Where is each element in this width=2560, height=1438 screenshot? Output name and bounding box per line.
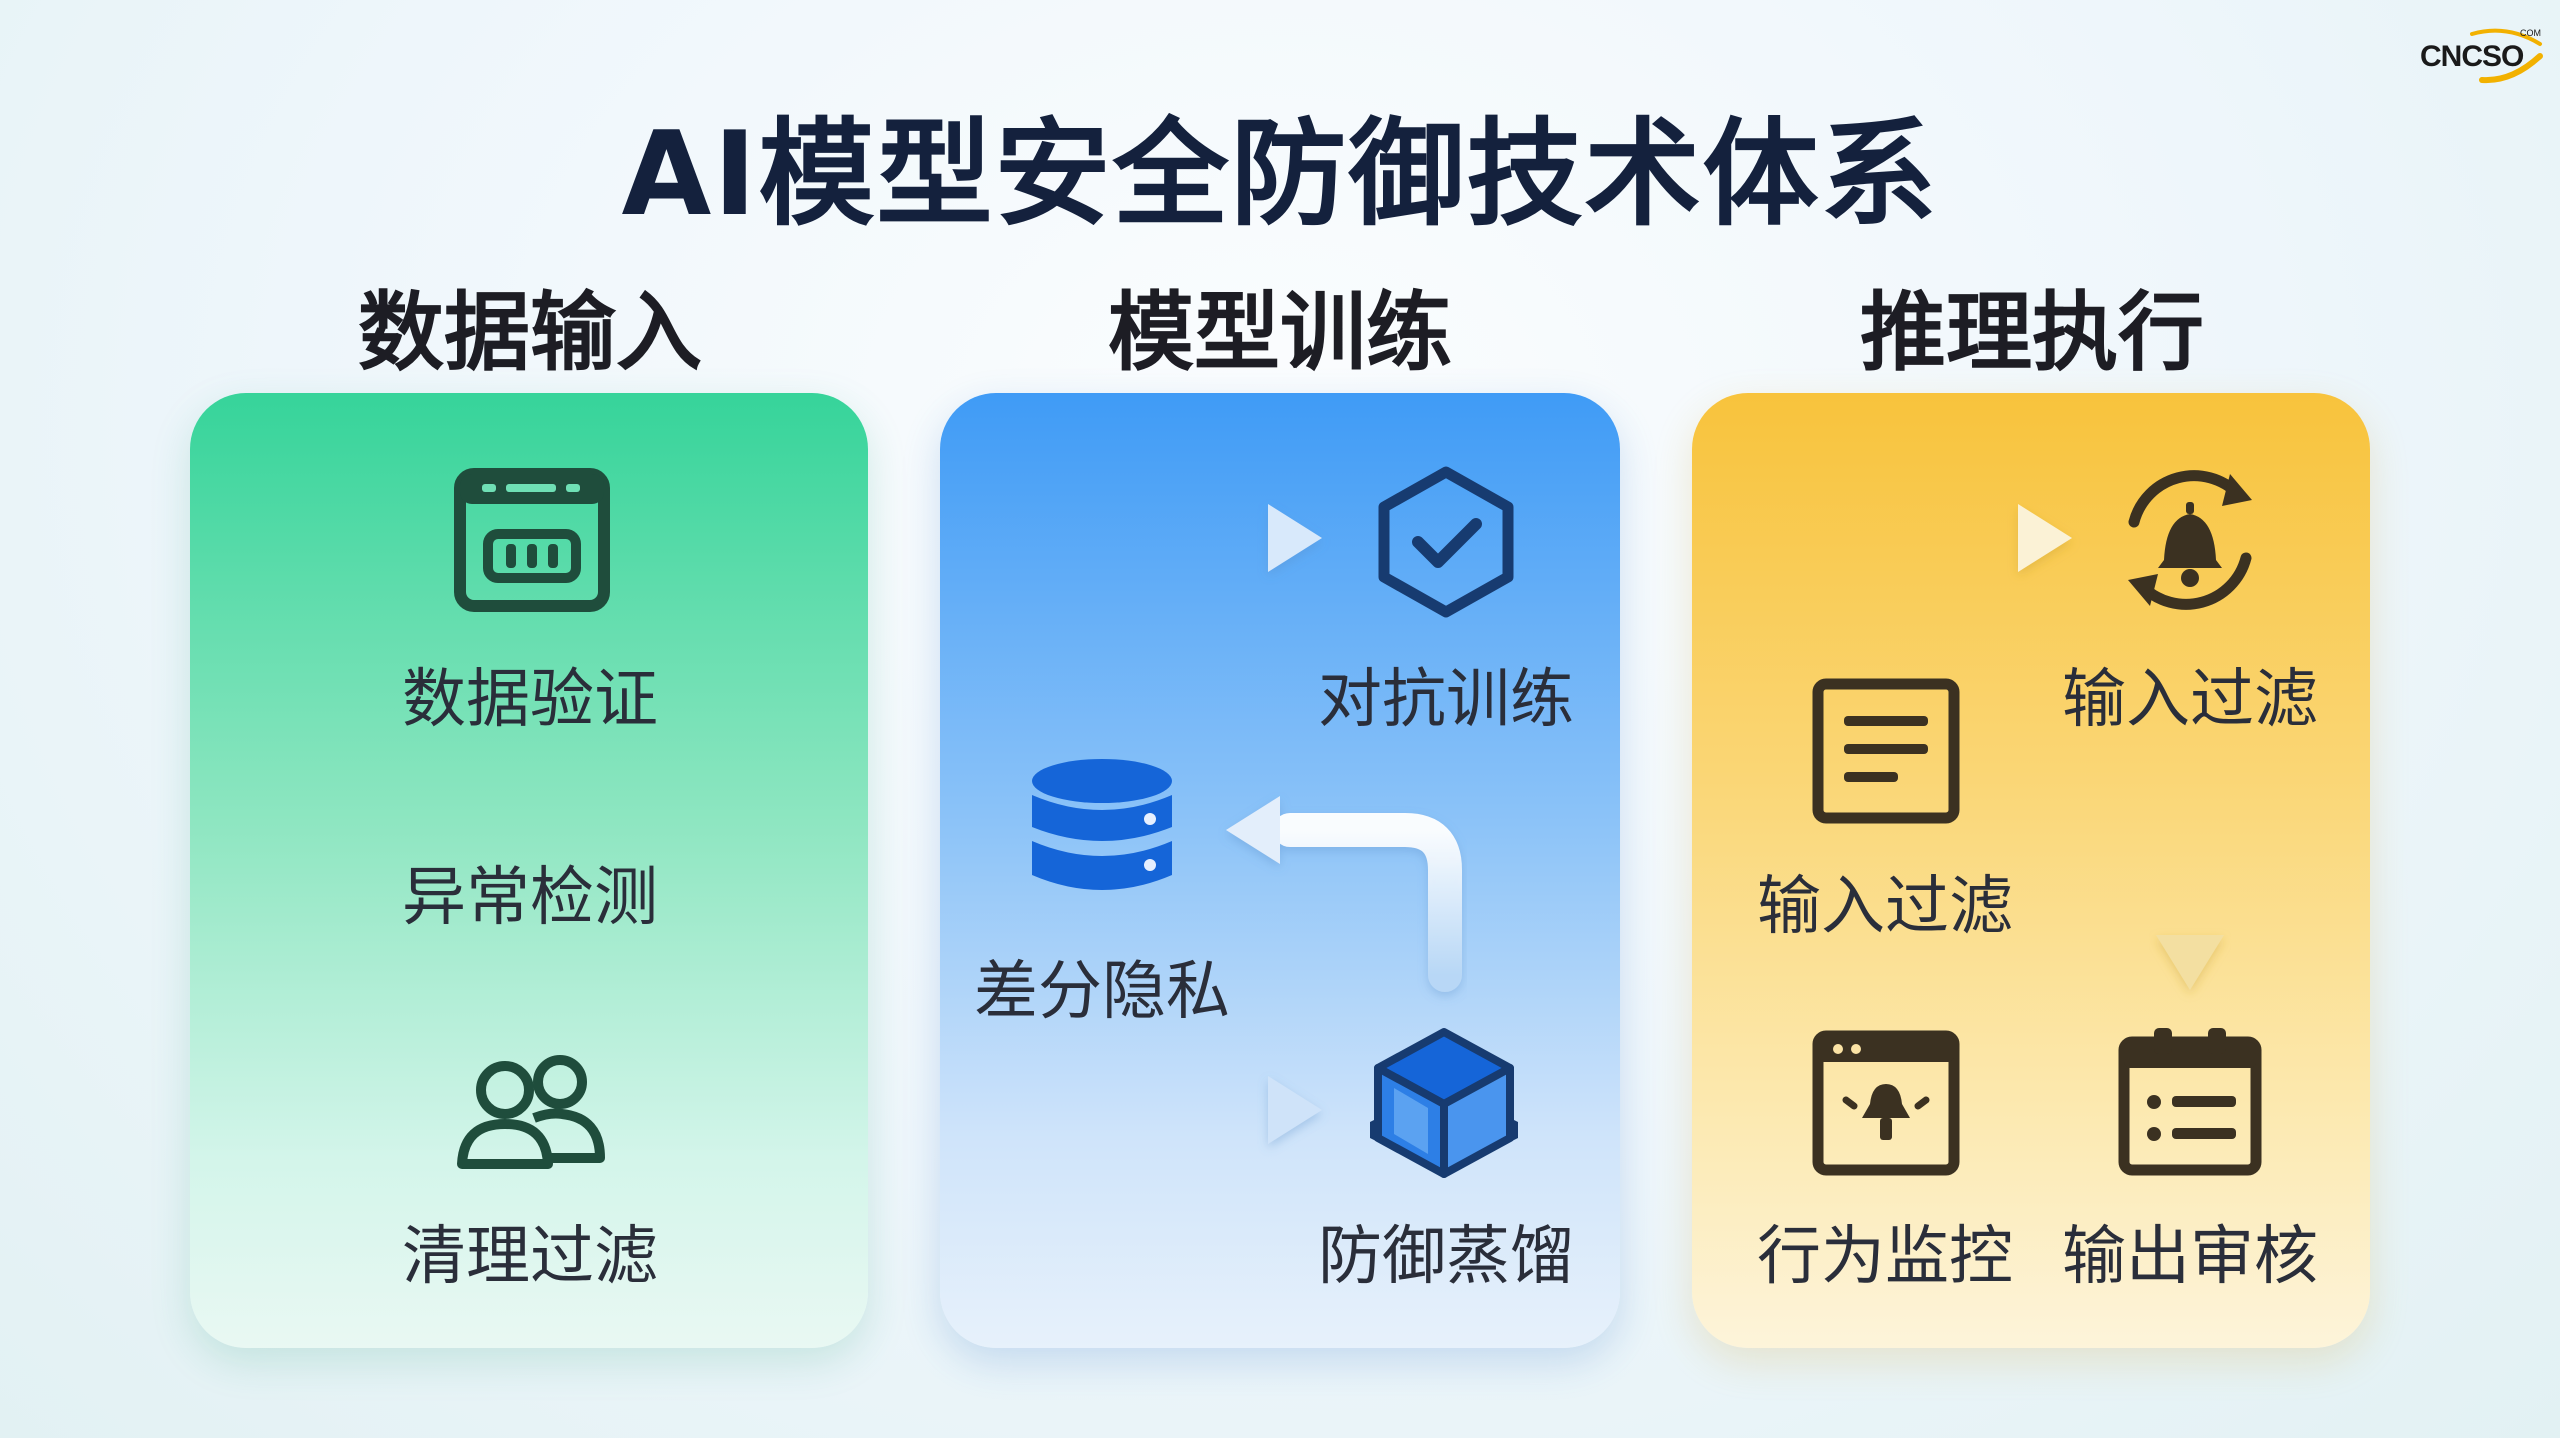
column-title-inference: 推理执行 bbox=[1860, 283, 2204, 383]
document-icon bbox=[1806, 670, 1966, 830]
hexagon-check-icon bbox=[1366, 462, 1526, 622]
logo-swoosh-icon bbox=[2470, 28, 2543, 84]
arrow-adversarial-to-input-filter bbox=[1563, 504, 2072, 647]
data-validation-icon bbox=[452, 460, 612, 620]
logo-sub: COM bbox=[2520, 28, 2541, 38]
arrow-cleaning-to-distillation bbox=[663, 1076, 1322, 1144]
label-output-review: 输出审核 bbox=[2062, 1220, 2318, 1294]
label-input-filter-doc: 输入过滤 bbox=[1757, 870, 2013, 944]
column-title-model-training: 模型训练 bbox=[1108, 283, 1452, 383]
label-differential-privacy: 差分隐私 bbox=[974, 955, 1230, 1029]
label-cleaning-filter: 清理过滤 bbox=[402, 1220, 658, 1294]
clipboard-list-icon bbox=[2110, 1022, 2270, 1182]
cube-icon bbox=[1364, 1022, 1524, 1182]
bell-refresh-icon bbox=[2110, 460, 2270, 620]
logo-text: CNCSO bbox=[2420, 40, 2524, 73]
arrow-validation-to-adversarial bbox=[663, 504, 1322, 729]
label-anomaly-detection: 异常检测 bbox=[402, 861, 658, 935]
cncso-logo: CNCSO COM bbox=[2412, 22, 2552, 92]
label-data-validation: 数据验证 bbox=[402, 663, 658, 737]
label-adversarial-training: 对抗训练 bbox=[1318, 663, 1574, 737]
page-title: AI模型安全防御技术体系 bbox=[621, 107, 1939, 242]
label-behavior-monitor: 行为监控 bbox=[1757, 1220, 2013, 1294]
database-icon bbox=[1022, 755, 1182, 915]
column-title-data-input: 数据输入 bbox=[358, 283, 702, 383]
arrow-input-filter-to-output-review bbox=[2156, 771, 2224, 990]
label-defensive-distillation: 防御蒸馏 bbox=[1318, 1220, 1574, 1294]
browser-alert-icon bbox=[1806, 1022, 1966, 1182]
label-input-filter-top: 输入过滤 bbox=[2062, 663, 2318, 737]
arrow-distillation-to-privacy bbox=[1226, 796, 1462, 992]
users-icon bbox=[450, 1040, 610, 1200]
